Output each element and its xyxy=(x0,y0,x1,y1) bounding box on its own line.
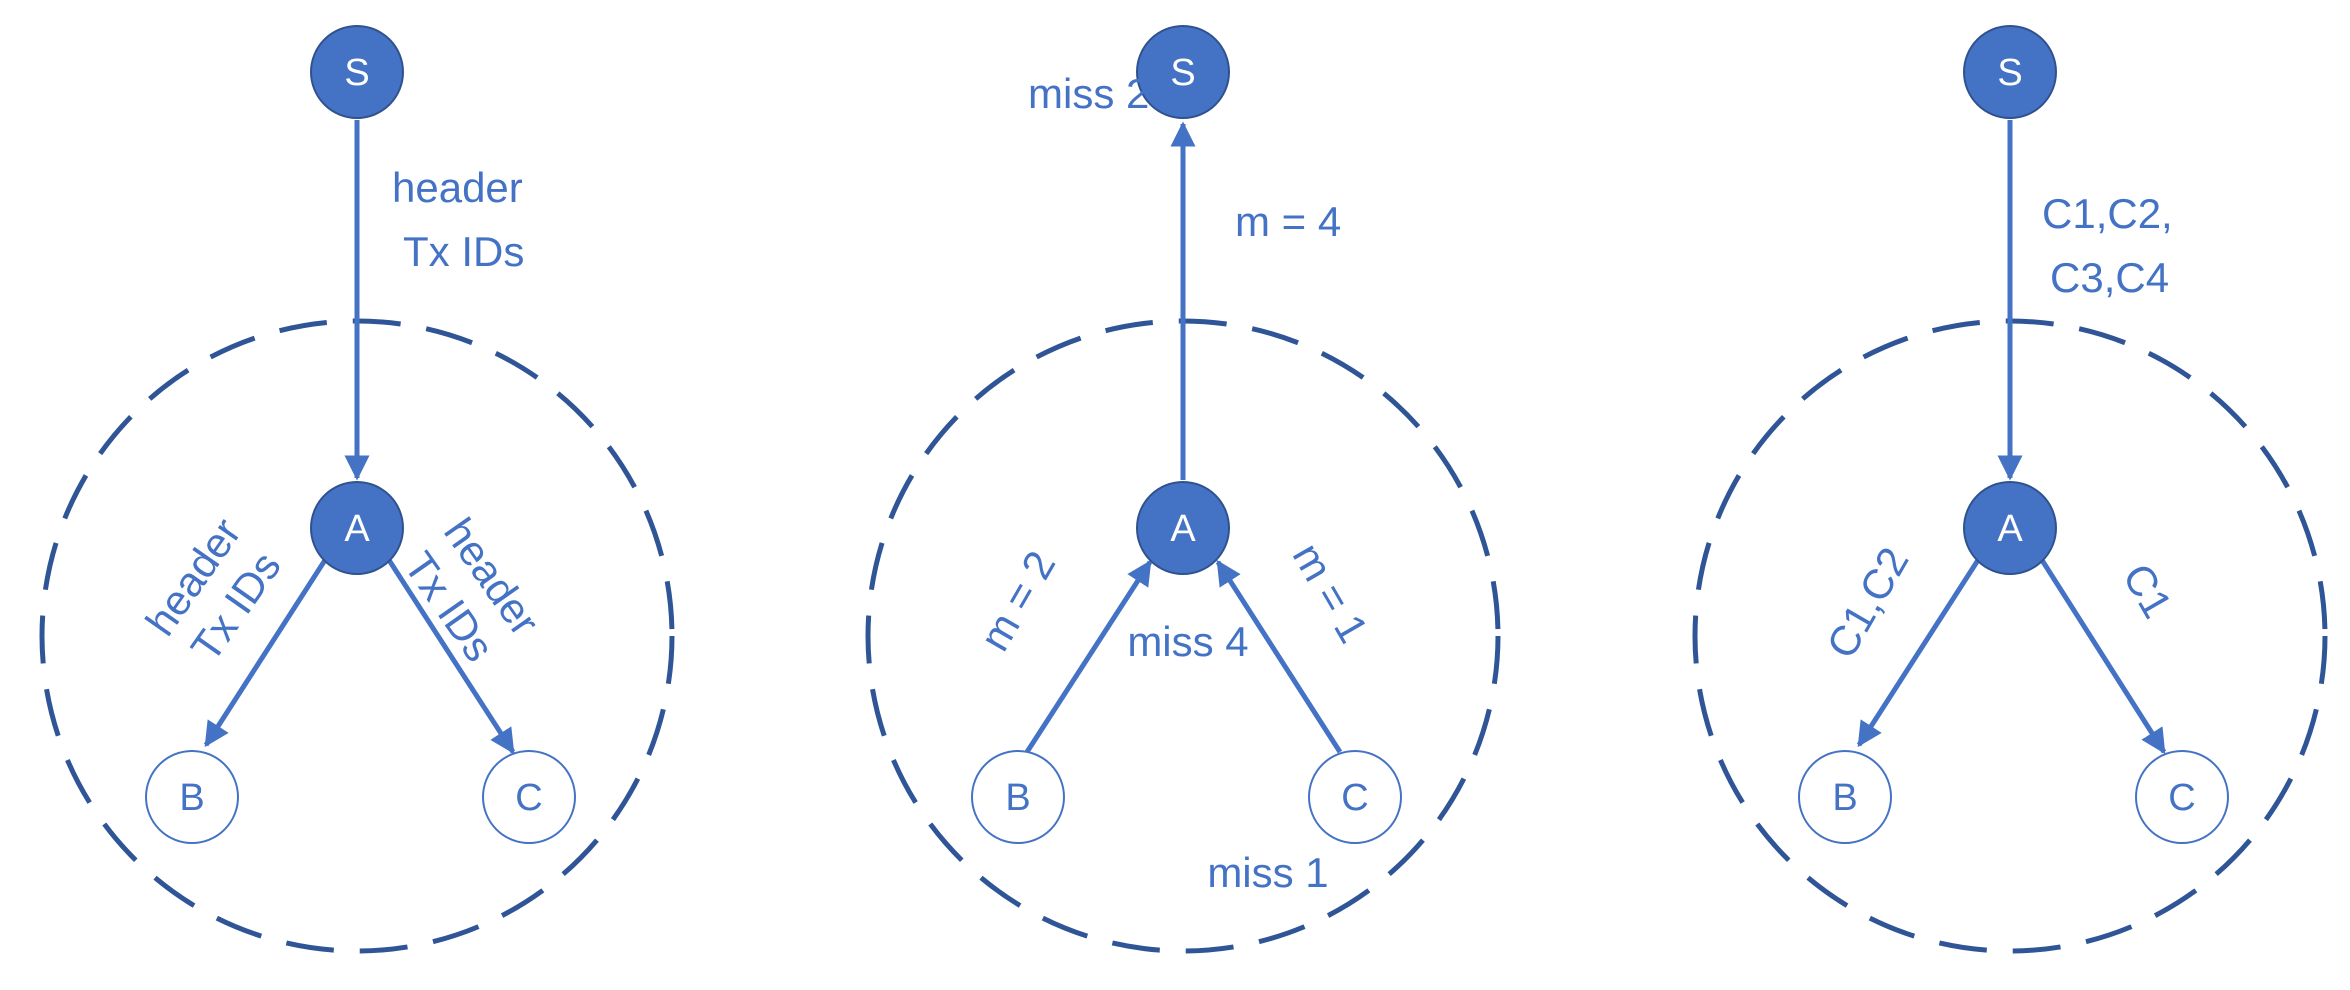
edge-label-c-a: m = 1 xyxy=(1284,535,1378,650)
miss-label-c: miss 1 xyxy=(1207,849,1328,896)
edge-b-to-a-2 xyxy=(1024,559,1153,754)
node-a-3: A xyxy=(1963,481,2057,575)
edge-c-to-a-2 xyxy=(1215,559,1343,754)
node-b-3: B xyxy=(1798,750,1892,844)
edge-label-s-a-line1: C1,C2, xyxy=(2042,190,2173,237)
node-b-label: B xyxy=(1832,777,1857,819)
node-c-label: C xyxy=(515,777,542,819)
node-a-label: A xyxy=(344,508,370,550)
node-s-3: S xyxy=(1963,25,2057,119)
node-b-label: B xyxy=(179,777,204,819)
panel-3: S A B C C1,C2, C3,C4 C1,C2 C1 xyxy=(1692,25,2328,954)
node-s-label: S xyxy=(1997,52,2022,94)
node-b-2: B xyxy=(971,750,1065,844)
panel-2: S A B C miss 2 m = 4 m = 2 m = 1 miss 4 … xyxy=(865,25,1501,954)
node-s-label: S xyxy=(344,52,369,94)
panel-1: S A B C header Tx IDs header Tx IDs head… xyxy=(39,25,675,954)
node-c-label: C xyxy=(1341,777,1368,819)
miss-label-s: miss 2 xyxy=(1028,70,1149,117)
edge-a-to-c-1 xyxy=(384,555,516,755)
edge-label-b-a: m = 2 xyxy=(971,543,1065,658)
edge-label-a-c: C1 xyxy=(2114,556,2182,626)
node-c-3: C xyxy=(2135,750,2229,844)
edge-label-a-s: m = 4 xyxy=(1235,198,1341,245)
edge-label-s-a-line2: Tx IDs xyxy=(403,228,524,275)
node-b-label: B xyxy=(1005,777,1030,819)
node-s-label: S xyxy=(1170,52,1195,94)
miss-label-a: miss 4 xyxy=(1127,618,1248,665)
node-a-label: A xyxy=(1997,508,2023,550)
node-b-1: B xyxy=(145,750,239,844)
edge-a-to-b-3 xyxy=(1856,555,1983,748)
node-a-2: A xyxy=(1136,481,1230,575)
edge-label-s-a-line1: header xyxy=(392,164,523,211)
node-c-label: C xyxy=(2168,777,2195,819)
node-c-2: C xyxy=(1308,750,1402,844)
node-s-2: S xyxy=(1136,25,1230,119)
edge-a-to-c-3 xyxy=(2037,555,2167,755)
node-a-1: A xyxy=(310,481,404,575)
edge-label-a-b: C1,C2 xyxy=(1817,539,1917,666)
node-c-1: C xyxy=(482,750,576,844)
node-s-1: S xyxy=(310,25,404,119)
node-a-label: A xyxy=(1170,508,1196,550)
edge-a-to-b-1 xyxy=(203,555,330,748)
edge-label-s-a-line2: C3,C4 xyxy=(2050,254,2169,301)
